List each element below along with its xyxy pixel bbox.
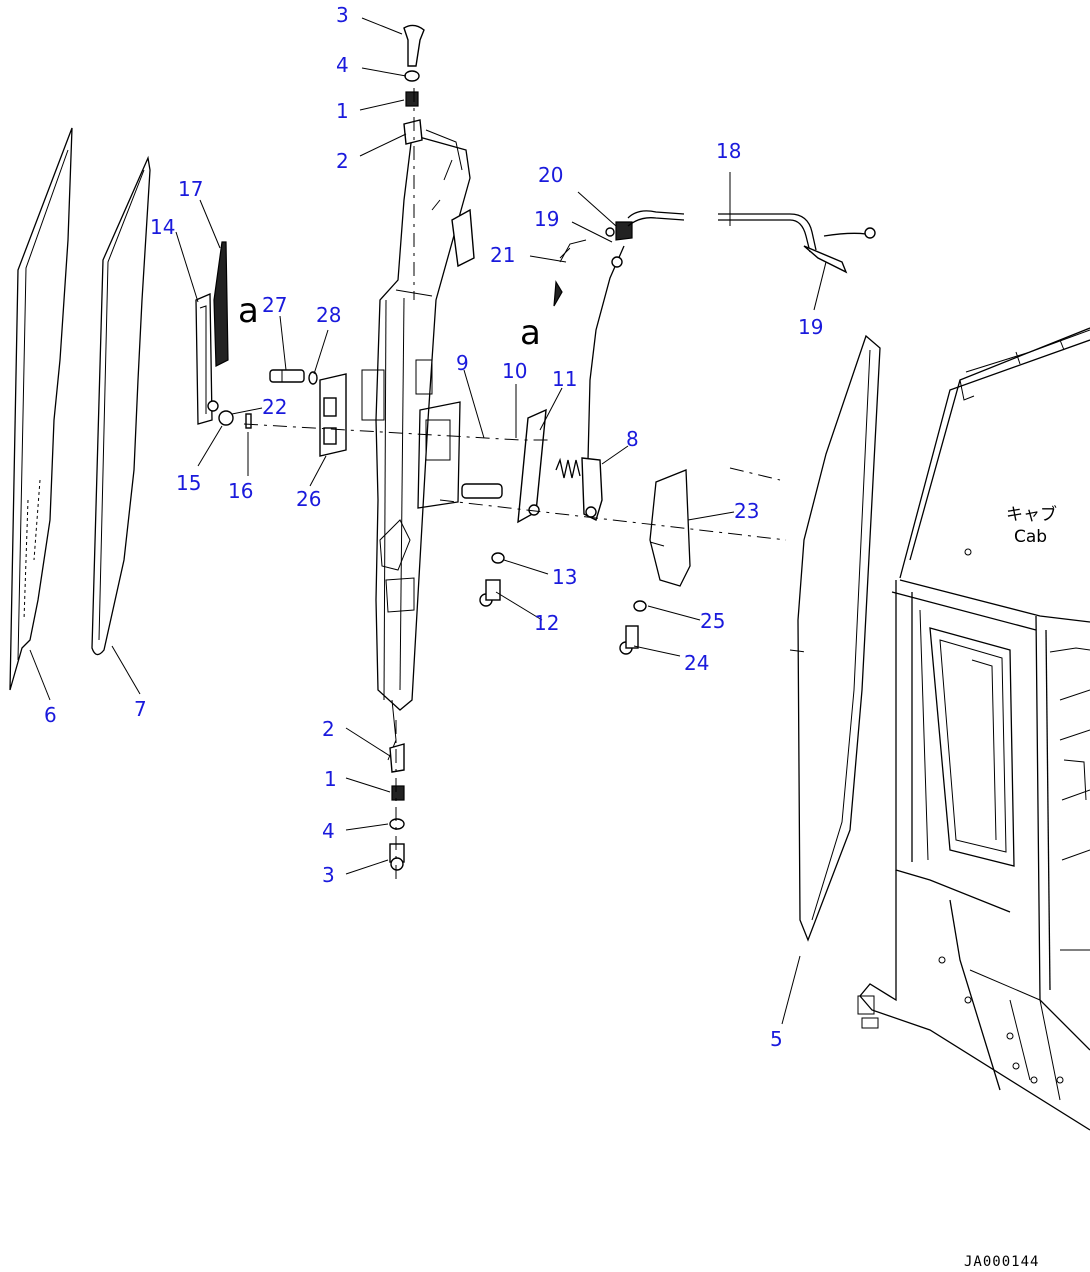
callout-2-bottom: 2 [322,717,335,741]
spring-part-8 [555,457,603,521]
callout-28: 28 [316,303,341,327]
callout-6: 6 [44,703,57,727]
callout-23: 23 [734,499,759,523]
callout-26: 26 [296,487,321,511]
bolt-part-24 [619,625,639,655]
callout-15: 15 [176,471,201,495]
hinge-part-2-bottom [389,743,405,773]
bushing-part-1-top [405,91,419,107]
callout-19-upper: 19 [534,207,559,231]
callout-3-top: 3 [336,3,349,27]
callout-18: 18 [716,139,741,163]
callout-5: 5 [770,1027,783,1051]
seal-part-17 [213,241,229,367]
cab-structure [857,327,1090,1131]
bracket-part-26 [319,373,347,457]
washer-part-4-bottom [389,818,405,830]
callout-numbers: 3 4 1 2 17 14 27 28 9 10 11 22 15 16 26 … [44,3,823,1051]
callout-17: 17 [178,177,203,201]
detail-mark-a-left: a [238,291,259,331]
bolt-part-3-top [403,24,425,67]
cab-label-en: Cab [1014,527,1047,547]
callout-25: 25 [700,609,725,633]
bracket-part-20 [605,221,633,241]
callout-7: 7 [134,697,147,721]
detail-mark-a-center: a [520,313,541,353]
clip-part-19-upper [611,256,623,268]
washer-part-28 [308,371,318,385]
bushing-part-1-bottom [391,785,405,801]
cable-part-18 [627,210,876,253]
callout-3-bottom: 3 [322,863,335,887]
callout-4-top: 4 [336,53,349,77]
washer-part-13 [491,552,505,564]
callout-21: 21 [490,243,515,267]
clip-part-19-right [803,245,848,274]
door-frame-part-9 [361,129,475,761]
callout-10: 10 [502,359,527,383]
cab-label-jp: キャブ [1006,504,1057,525]
callout-14: 14 [150,215,175,239]
washer-part-4-top [404,70,420,82]
callout-27: 27 [262,293,287,317]
bolt-part-15 [207,400,234,426]
bolt-part-12 [479,579,501,607]
callout-8: 8 [626,427,639,451]
glass-panel-6 [9,127,73,691]
callout-12: 12 [534,611,559,635]
callout-9: 9 [456,351,469,375]
latch-part-11 [517,408,547,524]
callout-1-top: 1 [336,99,349,123]
callout-22: 22 [262,395,287,419]
callout-24: 24 [684,651,709,675]
bolt-part-3-bottom [389,843,405,871]
callout-1-bottom: 1 [324,767,337,791]
callout-11: 11 [552,367,577,391]
callout-20: 20 [538,163,563,187]
cover-part-23 [649,469,691,587]
glass-panel-7 [91,155,151,656]
rod-part-21 [553,239,625,461]
hinge-part-2-top [403,119,423,145]
leader-lines [29,17,827,1025]
callout-16: 16 [228,479,253,503]
callout-4-bottom: 4 [322,819,335,843]
washer-part-25 [633,600,647,612]
bolt-part-27 [269,369,305,383]
bracket-part-14 [195,293,213,425]
pin-part-16 [245,413,252,429]
center-lines [243,88,897,990]
callout-19-right: 19 [798,315,823,339]
callout-13: 13 [552,565,577,589]
callout-2-top: 2 [336,149,349,173]
latch-part-10 [417,401,503,509]
glass-panel-5 [797,334,881,942]
drawing-code: JA000144 [964,1254,1039,1270]
